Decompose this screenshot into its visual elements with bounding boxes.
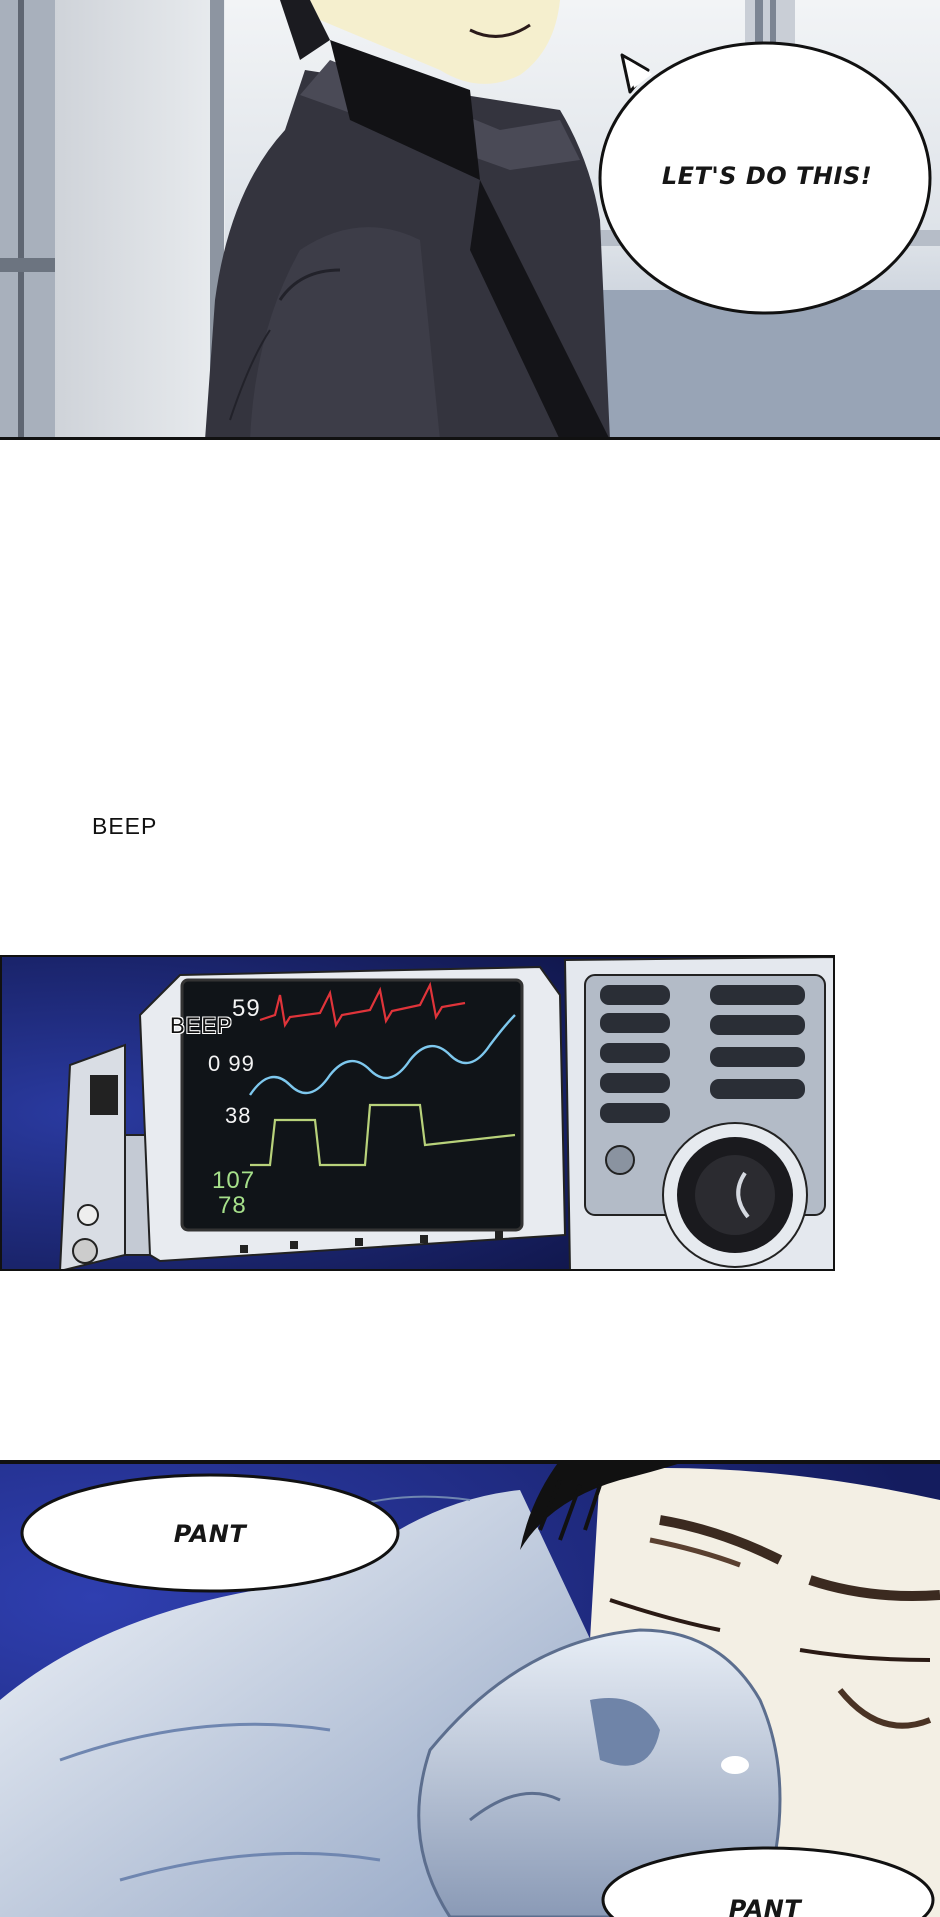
speech-text-top: LET'S DO THIS! xyxy=(661,162,873,190)
monitor-dial-icon xyxy=(662,1122,808,1268)
speech-text-pant-1: PANT xyxy=(173,1520,247,1548)
readout-hr: 59 xyxy=(232,995,261,1022)
readout-spo2: 0 99 xyxy=(208,1051,255,1076)
readout-resp: 38 xyxy=(225,1103,252,1128)
resp-trace xyxy=(250,1103,516,1167)
panel-monitor: 59 0 99 38 107 78 BEEP xyxy=(0,955,835,1271)
ecg-trace xyxy=(259,981,466,1029)
speech-bubble-pant-1 xyxy=(20,1473,935,1917)
monitor-art xyxy=(0,955,835,1271)
beep-sfx-outside: BEEP xyxy=(92,813,158,839)
pleth-trace xyxy=(249,1014,516,1096)
readout-bp-sys: 107 xyxy=(212,1167,256,1194)
readout-bp-dia: 78 xyxy=(218,1192,247,1219)
beep-sfx-monitor: BEEP xyxy=(170,1013,233,1038)
speech-text-pant-2: PANT xyxy=(728,1895,802,1917)
panel-top: LET'S DO THIS! xyxy=(0,0,940,440)
panel-bottom: PANT PANT xyxy=(0,1460,940,1917)
speech-bubble-top xyxy=(598,41,932,315)
